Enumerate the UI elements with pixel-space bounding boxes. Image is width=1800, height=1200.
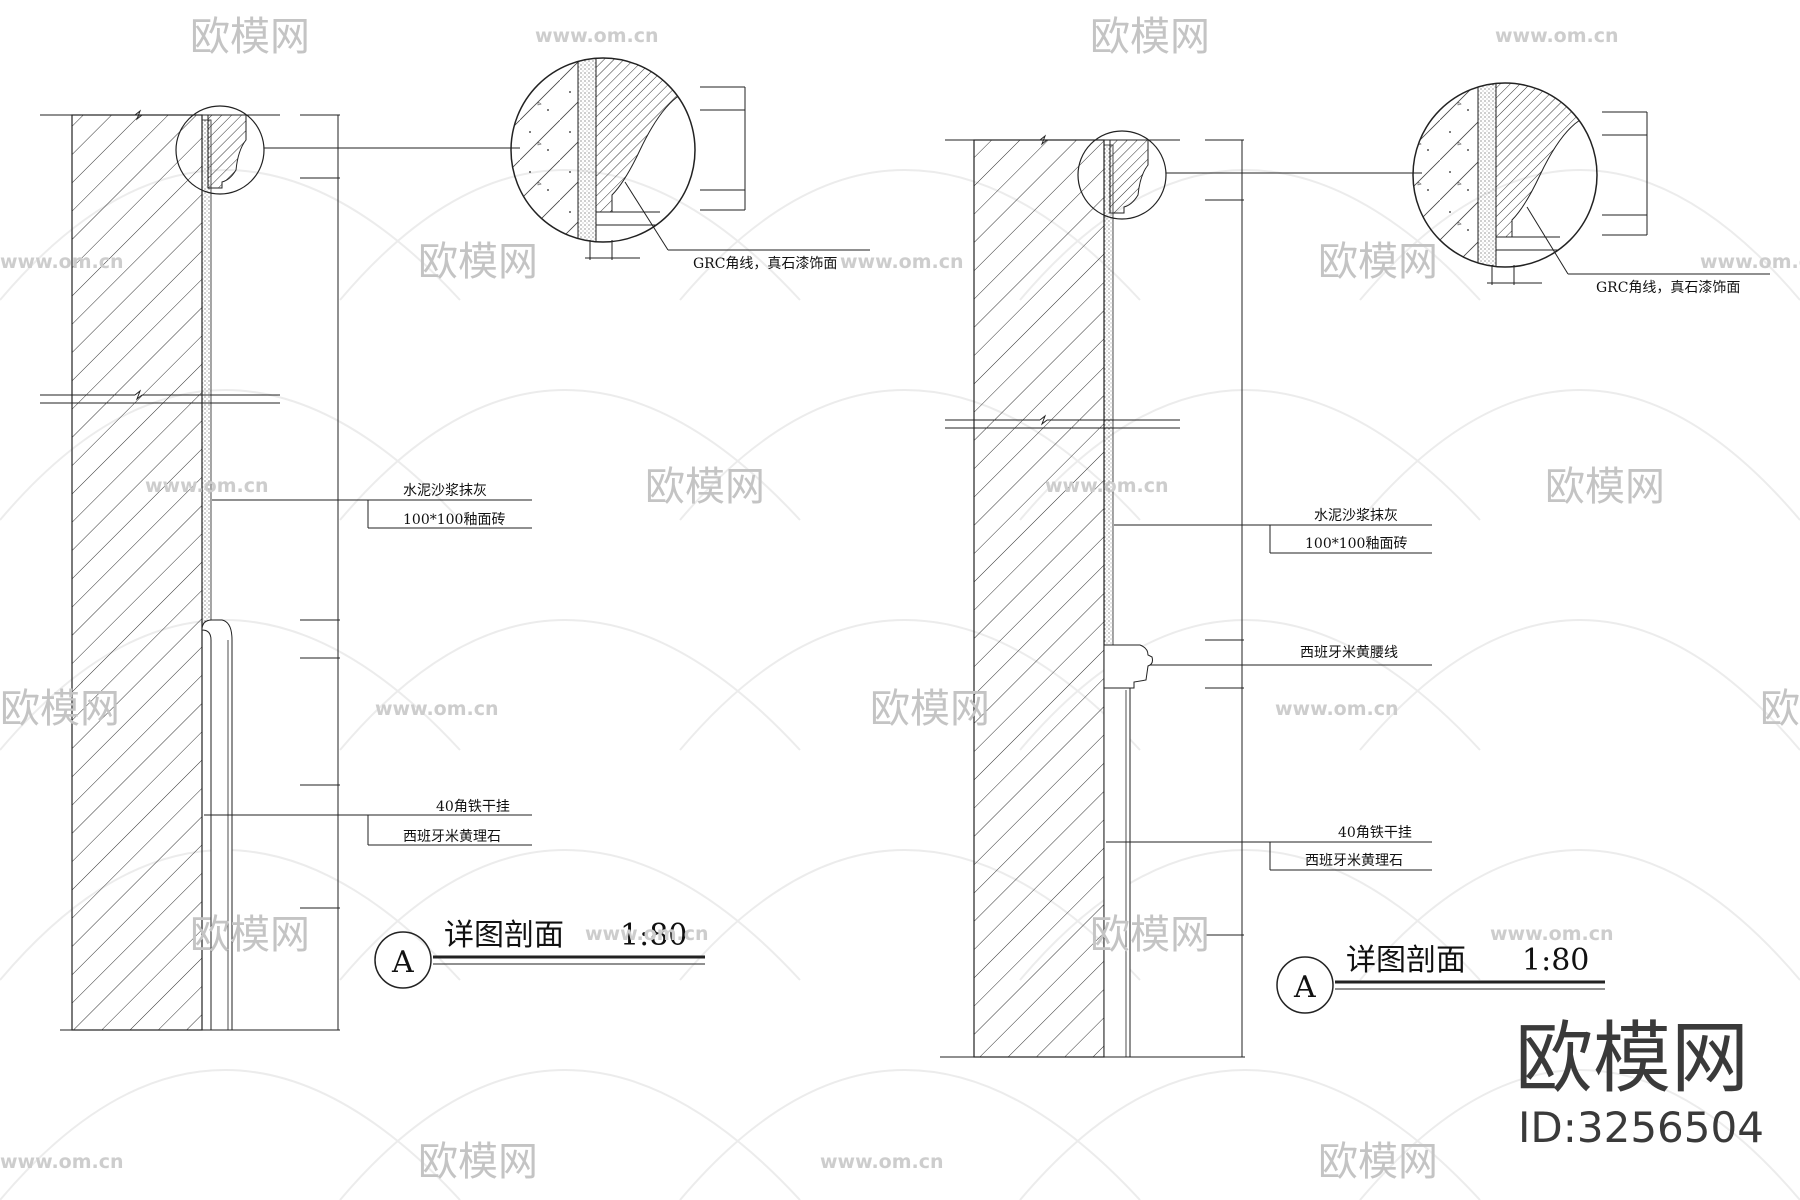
section-title: 详图剖面: [444, 918, 564, 953]
label-waistline: 西班牙米黄腰线: [1300, 644, 1398, 661]
waistline-molding: [1103, 644, 1153, 689]
wall-section: [973, 139, 1105, 1058]
watermark-arcs: [0, 169, 1800, 1200]
marble-panel: [201, 619, 233, 1031]
label-marble: 西班牙米黄理石: [403, 828, 501, 845]
svg-text:欧模网: 欧模网: [645, 464, 765, 510]
section-scale: 1:80: [620, 918, 687, 953]
svg-text:欧模网: 欧模网: [0, 686, 120, 732]
section-marker: [374, 931, 432, 989]
svg-text:欧模网: 欧模网: [1090, 912, 1210, 958]
grc-cornice: [207, 114, 247, 189]
section-scale: 1:80: [1522, 943, 1589, 978]
watermark-text: 欧模网 www.om.cn 欧模网 www.om.cn www.om.cn 欧模…: [0, 14, 1800, 1185]
label-plaster: 水泥沙浆抹灰: [403, 483, 487, 499]
label-tile: 100*100釉面砖: [403, 512, 505, 528]
svg-text:欧模网: 欧模网: [190, 14, 310, 60]
label-grc-callout: GRC角线，真石漆饰面: [693, 256, 837, 272]
label-marble: 西班牙米黄理石: [1305, 852, 1403, 869]
svg-text:www.om.cn: www.om.cn: [1700, 251, 1800, 273]
callout-circle-large: [510, 57, 696, 243]
left-detail: GRC角线，真石漆饰面 水泥沙浆抹灰 100*100釉面砖 40角铁干挂 西班牙…: [40, 57, 870, 1031]
section-marker-letter: A: [391, 945, 414, 980]
svg-text:欧模网: 欧模网: [418, 1139, 538, 1185]
plaster-layer: [201, 119, 212, 631]
svg-text:欧模网: 欧模网: [1318, 239, 1438, 285]
svg-text:www.om.cn: www.om.cn: [1045, 475, 1169, 497]
callout-circle-small: [1077, 130, 1167, 220]
wall-section: [71, 114, 203, 1031]
svg-text:www.om.cn: www.om.cn: [840, 251, 964, 273]
svg-text:欧模网: 欧模网: [1090, 14, 1210, 60]
svg-text:欧模网: 欧模网: [870, 686, 990, 732]
right-detail: GRC角线，真石漆饰面 水泥沙浆抹灰 100*100釉面砖 西班牙米黄腰线 40…: [940, 82, 1770, 1058]
callout-circle-small: [175, 105, 265, 195]
svg-text:www.om.cn: www.om.cn: [375, 698, 499, 720]
label-plaster: 水泥沙浆抹灰: [1314, 508, 1398, 524]
svg-text:欧模网: 欧模网: [1760, 686, 1800, 732]
svg-text:ID:3256504: ID:3256504: [1518, 1103, 1764, 1152]
brand-watermark: 欧模网 ID:3256504: [1515, 1014, 1764, 1152]
grc-cornice: [1109, 139, 1149, 214]
label-grc-callout: GRC角线，真石漆饰面: [1596, 280, 1740, 296]
svg-text:欧模网: 欧模网: [418, 239, 538, 285]
svg-text:www.om.cn: www.om.cn: [1275, 698, 1399, 720]
svg-text:www.om.cn: www.om.cn: [145, 475, 269, 497]
svg-text:www.om.cn: www.om.cn: [585, 923, 709, 945]
svg-text:欧模网: 欧模网: [1318, 1139, 1438, 1185]
label-angle-iron: 40角铁干挂: [1338, 825, 1412, 841]
svg-text:www.om.cn: www.om.cn: [1495, 25, 1619, 47]
svg-text:www.om.cn: www.om.cn: [1490, 923, 1614, 945]
svg-text:欧模网: 欧模网: [1515, 1014, 1749, 1104]
label-angle-iron: 40角铁干挂: [436, 799, 510, 815]
svg-text:www.om.cn: www.om.cn: [820, 1151, 944, 1173]
svg-text:www.om.cn: www.om.cn: [0, 251, 124, 273]
plaster-layer: [1103, 144, 1114, 646]
section-title: 详图剖面: [1346, 943, 1466, 978]
svg-text:欧模网: 欧模网: [1545, 464, 1665, 510]
section-marker: [1276, 956, 1334, 1014]
section-marker-letter: A: [1293, 970, 1316, 1005]
svg-text:www.om.cn: www.om.cn: [0, 1151, 124, 1173]
label-tile: 100*100釉面砖: [1305, 536, 1407, 552]
svg-text:欧模网: 欧模网: [190, 912, 310, 958]
svg-text:www.om.cn: www.om.cn: [535, 25, 659, 47]
